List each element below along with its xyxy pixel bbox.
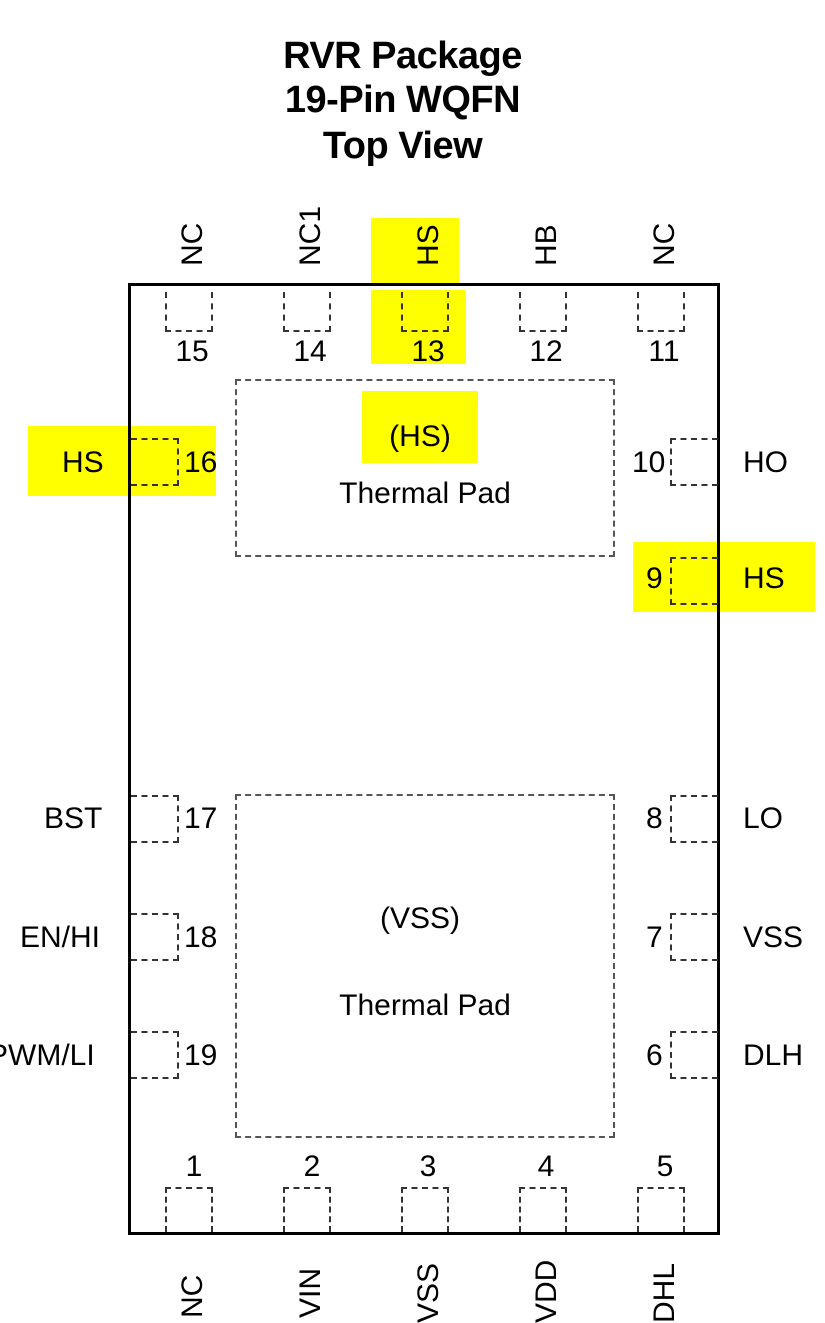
title-line-3: Top View [322,125,483,167]
pin-4-name: VDD [530,1259,563,1323]
title-line-2: 19-Pin WQFN [284,79,521,121]
pin-8-number: 8 [646,802,663,835]
pin-17-pad [131,795,179,843]
pin-5-pad [637,1187,685,1232]
pin-11-pad [637,292,685,332]
pin-13-number: 13 [411,335,445,368]
pin-19-number: 19 [184,1039,218,1072]
highlight-pin-13-pad [371,290,466,364]
highlight-pin-16 [28,426,216,496]
pin-2-pad [283,1187,331,1232]
pin-3-name: VSS [412,1262,445,1323]
thermal-pad-vss [235,794,615,1138]
thermal-pad-hs [235,379,615,557]
thermal-pad-hs-net: (HS) [389,420,451,453]
pin-6-name: DLH [743,1039,804,1072]
pin-10-name: HO [743,446,788,479]
pin-11-name: NC [648,222,681,266]
highlight-pin-13-label [371,218,459,284]
pin-11-number: 11 [648,335,680,368]
pin-12-name: HB [530,224,563,266]
package-outline [128,283,720,1235]
pin-1-pad [165,1187,213,1232]
pin-2-number: 2 [303,1150,321,1183]
pin-8-pad [670,795,718,843]
pin-5-name: DHL [648,1262,681,1323]
pin-10-pad [670,438,718,486]
title-line-1: RVR Package [283,35,522,77]
pin-19-pad [131,1031,179,1079]
pin-18-name: EN/HI [20,921,101,954]
highlight-pin-9 [633,542,815,612]
pin-9-name: HS [743,562,785,595]
pin-6-pad [670,1031,718,1079]
pin-3-number: 3 [419,1150,437,1183]
thermal-pad-hs-label: Thermal Pad [339,477,511,510]
pin-13-pad [401,292,449,332]
pin-7-name: VSS [743,921,804,954]
pin-14-number: 14 [293,335,327,368]
pin-4-number: 4 [537,1150,555,1183]
pin-7-pad [670,913,718,961]
pin-16-pad [131,438,179,486]
pin-16-number: 16 [184,446,218,479]
pin-2-name: VIN [294,1267,327,1318]
pin-1-name: NC [176,1274,209,1318]
pin-12-pad [519,292,567,332]
pin-15-pad [165,292,213,332]
pin-13-name: HS [412,224,445,266]
pin-15-number: 15 [175,335,209,368]
pin-3-pad [401,1187,449,1232]
pin-17-number: 17 [184,802,218,835]
pin-5-number: 5 [656,1150,674,1183]
thermal-pad-vss-net: (VSS) [379,902,460,935]
pin-12-number: 12 [529,335,563,368]
pin-9-pad [670,557,718,605]
pin-14-name: NC1 [294,205,327,266]
pin-14-pad [283,292,331,332]
pin-18-pad [131,913,179,961]
pin-1-number: 1 [185,1150,203,1183]
pin-15-name: NC [176,222,209,266]
pin-7-number: 7 [646,921,663,954]
pin-4-pad [519,1187,567,1232]
pin-8-name: LO [743,802,784,835]
pin-16-name: HS [62,446,104,479]
pin-10-number: 10 [632,446,666,479]
pin-6-number: 6 [646,1039,663,1072]
highlight-top-pad-net [362,391,478,463]
pin-17-name: BST [44,802,103,835]
pin-19-name: PWM/LI [0,1039,95,1072]
pin-9-number: 9 [646,562,663,595]
pin-18-number: 18 [184,921,218,954]
thermal-pad-vss-label: Thermal Pad [339,989,511,1022]
